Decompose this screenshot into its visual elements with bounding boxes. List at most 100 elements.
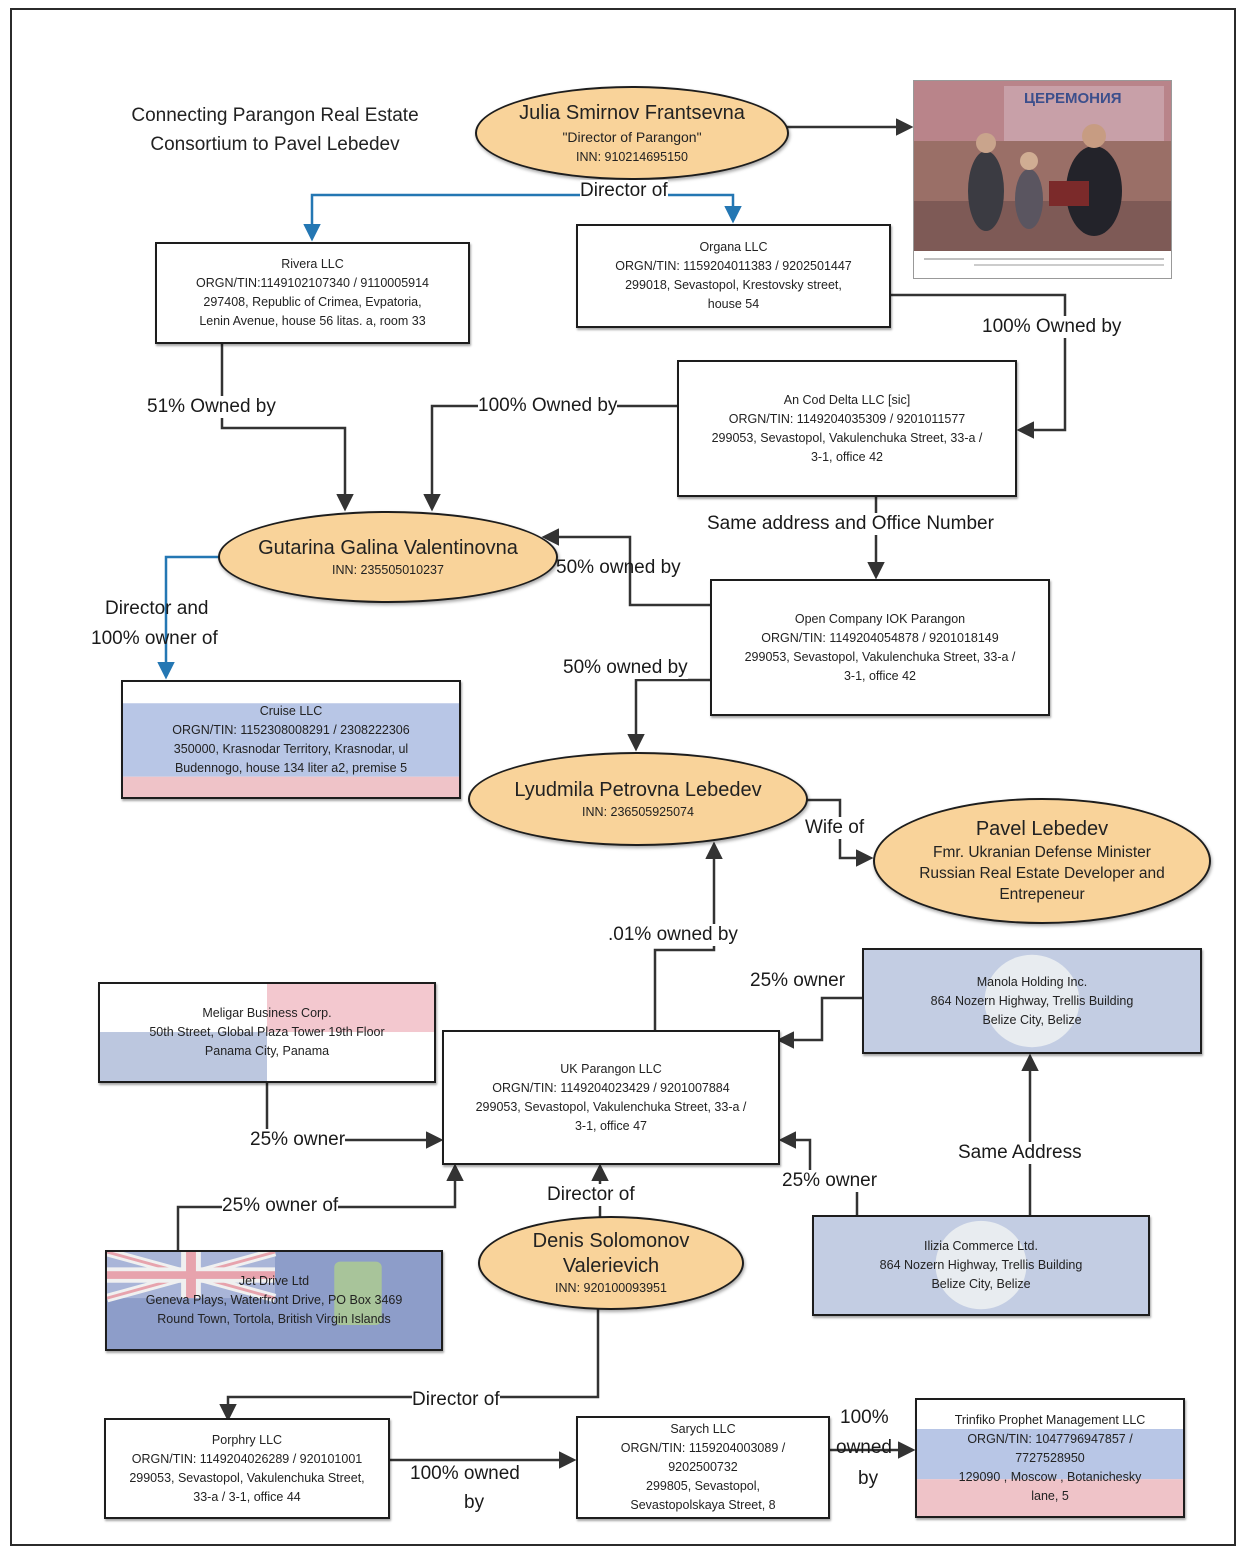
ilizia-addr1: 864 Nozern Highway, Trellis Building bbox=[879, 1258, 1083, 1272]
company-jet-drive: Jet Drive Ltd Geneva Plays, Waterfront D… bbox=[105, 1250, 443, 1351]
russia-flag-background bbox=[917, 1400, 1183, 1516]
edge-label-owned-50-lyudmila: 50% owned by bbox=[563, 657, 688, 679]
lyudmila-name: Lyudmila Petrovna Lebedev bbox=[514, 778, 762, 801]
iok-name: Open Company IOK Parangon bbox=[794, 611, 966, 626]
title-line-2: Consortium to Pavel Lebedev bbox=[150, 134, 400, 155]
edge-label-owned-001: .01% owned by bbox=[608, 924, 738, 946]
edge-label-same-address: Same Address bbox=[958, 1142, 1082, 1164]
iok-ids: ORGN/TIN: 1149204054878 / 9201018149 bbox=[761, 630, 999, 645]
cruise-ids: ORGN/TIN: 1152308008291 / 2308222306 bbox=[172, 722, 410, 737]
trinfiko-name: Trinfiko Prophet Management LLC bbox=[954, 1412, 1146, 1427]
sarych-name: Sarych LLC bbox=[670, 1422, 736, 1436]
trinfiko-ids2: 7727528950 bbox=[1015, 1450, 1085, 1465]
porphry-ids: ORGN/TIN: 1149204026289 / 920101001 bbox=[131, 1451, 363, 1466]
ancod-addr2: 3-1, office 42 bbox=[810, 449, 884, 464]
rivera-addr2: Lenin Avenue, house 56 litas. a, room 33 bbox=[199, 314, 426, 328]
edge-manola-uk bbox=[776, 996, 862, 1049]
edge-iok-lyudmila bbox=[627, 678, 710, 752]
edge-organa-ancod bbox=[890, 293, 1067, 439]
person-julia: Julia Smirnov Frantsevna "Director of Pa… bbox=[475, 86, 789, 180]
russia-flag-background bbox=[123, 682, 459, 797]
manola-addr2: Belize City, Belize bbox=[982, 1012, 1082, 1027]
edge-label-owner-25-meligar: 25% owner bbox=[250, 1129, 346, 1151]
julia-name: Julia Smirnov Frantsevna bbox=[519, 101, 745, 124]
person-gutarina: Gutarina Galina Valentinovna INN: 235505… bbox=[218, 511, 558, 603]
svg-text:ЦЕРЕМОНИЯ: ЦЕРЕМОНИЯ bbox=[1024, 90, 1122, 107]
diagram-title: Connecting Parangon Real Estate Consorti… bbox=[90, 101, 460, 159]
uk-ids: ORGN/TIN: 1149204023429 / 9201007884 bbox=[492, 1080, 730, 1095]
organa-name: Organa LLC bbox=[699, 240, 768, 254]
denis-name-2: Valerievich bbox=[562, 1255, 660, 1277]
company-porphry: Porphry LLC ORGN/TIN: 1149204026289 / 92… bbox=[104, 1418, 390, 1519]
ceremony-photo: ЦЕРЕМОНИЯ bbox=[913, 80, 1172, 279]
cruise-addr1: 350000, Krasnodar Territory, Krasnodar, … bbox=[173, 741, 409, 756]
ilizia-addr2: Belize City, Belize bbox=[931, 1277, 1031, 1291]
ancod-addr1: 299053, Sevastopol, Vakulenchuka Street,… bbox=[711, 430, 983, 445]
ilizia-name: Ilizia Commerce Ltd. bbox=[924, 1239, 1038, 1253]
trinfiko-addr1: 129090 , Moscow , Botanichesky bbox=[958, 1469, 1142, 1484]
jetdrive-addr2: Round Town, Tortola, British Virgin Isla… bbox=[157, 1312, 391, 1326]
company-rivera: Rivera LLC ORGN/TIN:1149102107340 / 9110… bbox=[155, 242, 470, 344]
organa-ids: ORGN/TIN: 1159204011383 / 9202501447 bbox=[615, 259, 852, 273]
edge-label-owned-100-organa: 100% Owned by bbox=[982, 316, 1122, 338]
company-sarych: Sarych LLC ORGN/TIN: 1159204003089 / 920… bbox=[576, 1416, 830, 1519]
rivera-ids: ORGN/TIN:1149102107340 / 9110005914 bbox=[195, 276, 430, 290]
ancod-name: An Cod Delta LLC [sic] bbox=[783, 392, 911, 407]
edge-label-owned-100-ancod: 100% Owned by bbox=[478, 395, 618, 417]
company-cruise: Cruise LLC ORGN/TIN: 1152308008291 / 230… bbox=[121, 680, 461, 799]
meligar-name: Meligar Business Corp. bbox=[202, 1006, 332, 1020]
person-pavel: Pavel Lebedev Fmr. Ukranian Defense Mini… bbox=[873, 798, 1211, 924]
sarych-addr2: Sevastopolskaya Street, 8 bbox=[630, 1498, 776, 1512]
denis-name-1: Denis Solomonov bbox=[532, 1230, 690, 1252]
edge-iok-gutarina bbox=[541, 528, 710, 607]
edge-label-owned-100-sarych-2: owned bbox=[836, 1437, 892, 1458]
lyudmila-inn: INN: 236505925074 bbox=[582, 804, 694, 819]
edge-label-owned-100-sarych-1: 100% bbox=[840, 1407, 889, 1428]
rivera-name: Rivera LLC bbox=[281, 257, 344, 271]
pavel-line3: Entrepeneur bbox=[999, 886, 1085, 903]
edge-label-owned-50-gutarina: 50% owned by bbox=[556, 557, 681, 578]
edge-gutarina-cruise bbox=[157, 555, 222, 680]
julia-inn: INN: 910214695150 bbox=[576, 149, 688, 164]
denis-inn: INN: 920100093951 bbox=[555, 1281, 667, 1295]
sarych-ids2: 9202500732 bbox=[668, 1460, 738, 1474]
belize-flag-background bbox=[864, 950, 1200, 1052]
ancod-ids: ORGN/TIN: 1149204035309 / 9201011577 bbox=[728, 411, 966, 426]
edge-label-owned-51: 51% Owned by bbox=[147, 396, 276, 418]
jetdrive-name: Jet Drive Ltd bbox=[238, 1274, 310, 1288]
uk-addr1: 299053, Sevastopol, Vakulenchuka Street,… bbox=[475, 1099, 747, 1114]
belize-flag-background bbox=[814, 1217, 1148, 1314]
organa-addr2: house 54 bbox=[707, 297, 760, 311]
company-ilizia: Ilizia Commerce Ltd. 864 Nozern Highway,… bbox=[812, 1215, 1150, 1316]
company-ancod-delta: An Cod Delta LLC [sic] ORGN/TIN: 1149204… bbox=[677, 360, 1017, 497]
edge-label-owned-100-sarych-3: by bbox=[858, 1468, 879, 1489]
pavel-name: Pavel Lebedev bbox=[975, 818, 1109, 840]
sarych-ids1: ORGN/TIN: 1159204003089 / bbox=[620, 1441, 786, 1455]
meligar-addr1: 50th Street, Global Plaza Tower 19th Flo… bbox=[149, 1025, 385, 1039]
bvi-flag-background bbox=[107, 1252, 441, 1349]
company-organa: Organa LLC ORGN/TIN: 1159204011383 / 920… bbox=[576, 224, 891, 328]
edge-label-owned-100-porphry-1: 100% owned bbox=[410, 1463, 520, 1484]
edge-ancod-gutarina bbox=[423, 404, 680, 512]
edge-label-director-of: Director of bbox=[580, 180, 668, 202]
trinfiko-addr2: lane, 5 bbox=[1031, 1488, 1069, 1503]
iok-addr1: 299053, Sevastopol, Vakulenchuka Street,… bbox=[744, 649, 1016, 664]
meligar-addr2: Panama City, Panama bbox=[204, 1044, 330, 1058]
pavel-line2: Russian Real Estate Developer and bbox=[919, 865, 1165, 882]
company-uk-parangon: UK Parangon LLC ORGN/TIN: 1149204023429 … bbox=[442, 1030, 780, 1165]
gutarina-name: Gutarina Galina Valentinovna bbox=[258, 536, 518, 559]
trinfiko-ids1: ORGN/TIN: 1047796947857 / bbox=[967, 1431, 1133, 1446]
person-denis: Denis Solomonov Valerievich INN: 9201000… bbox=[478, 1216, 744, 1310]
edge-label-owner-25-ilizia: 25% owner bbox=[782, 1170, 878, 1192]
title-line-1: Connecting Parangon Real Estate bbox=[131, 105, 419, 126]
edge-label-wife-of: Wife of bbox=[805, 817, 865, 839]
edge-label-owner-25-manola: 25% owner bbox=[750, 970, 846, 992]
edge-label-director-owner-1: Director and bbox=[105, 598, 209, 619]
manola-addr1: 864 Nozern Highway, Trellis Building bbox=[930, 993, 1134, 1008]
cruise-name: Cruise LLC bbox=[259, 703, 323, 718]
rivera-addr1: 297408, Republic of Crimea, Evpatoria, bbox=[203, 295, 422, 309]
edge-label-same-address-office: Same address and Office Number bbox=[707, 513, 994, 535]
person-lyudmila: Lyudmila Petrovna Lebedev INN: 236505925… bbox=[468, 752, 808, 846]
uk-name: UK Parangon LLC bbox=[560, 1061, 662, 1076]
